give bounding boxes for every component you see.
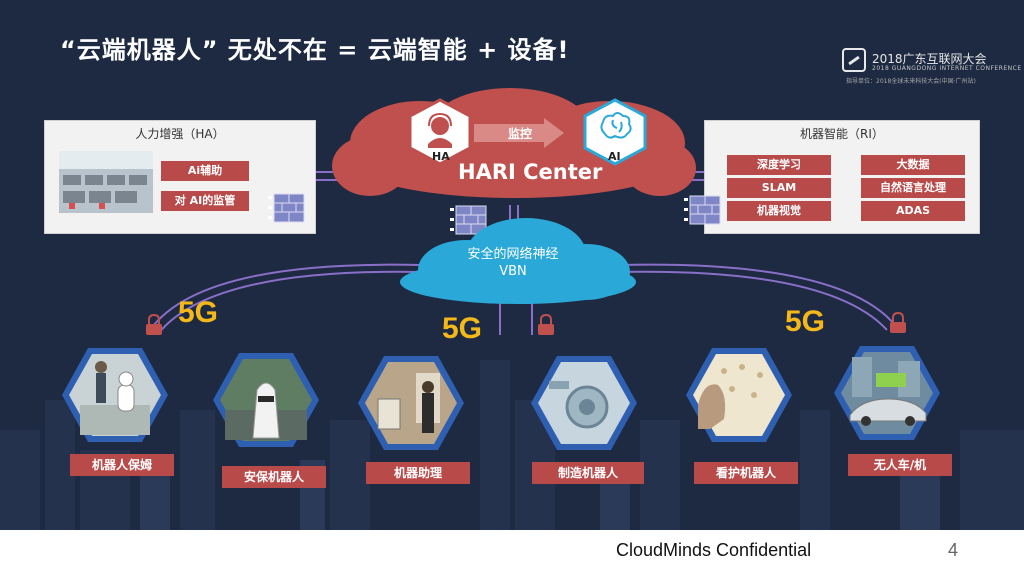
vbn-line2: VBN [499, 264, 527, 279]
monitor-label: 监控 [508, 127, 533, 141]
firewall-icon [268, 193, 305, 223]
device-caption-vehicle: 无人车/机 [848, 454, 952, 476]
vbn-line1: 安全的网络神经 [467, 247, 559, 262]
device-hexagon-assistant [358, 356, 464, 450]
ri-tag-nlp: 自然语言处理 [861, 178, 965, 198]
ai-hexagon [583, 98, 647, 166]
ri-tag-deep-learning: 深度学习 [727, 155, 831, 175]
ri-tag-machine-vision: 机器视觉 [727, 201, 831, 221]
ha-tag-ai-supervision: 对 AI的监管 [161, 191, 249, 211]
ha-tag-ai-assist: Ai辅助 [161, 161, 249, 181]
device-hexagon-vehicle [834, 346, 940, 440]
robot-nanny-icon [95, 361, 135, 412]
conference-logo: 2018广东互联网大会 2018 GUANGDONG INTERNET CONF… [842, 46, 1021, 88]
ha-hexagon [408, 98, 472, 166]
vbn-cloud [400, 218, 636, 304]
headset-operator-icon [428, 112, 452, 148]
lock-icon [538, 314, 554, 335]
device-caption-assistant: 机器助理 [366, 462, 470, 484]
conference-sub: 指导单位：2018全球未来科技大会(中国·广州站) [846, 78, 976, 85]
lock-icon [890, 312, 906, 333]
device-hexagon-manufacturing [531, 356, 637, 450]
ri-tag-big-data: 大数据 [861, 155, 965, 175]
five-g-label-left: 5G [178, 296, 219, 329]
device-hexagon-care [686, 348, 792, 442]
device-caption-care: 看护机器人 [694, 462, 798, 484]
ha-label: HA [432, 150, 450, 163]
autonomous-car-icon [849, 398, 927, 426]
monitor-arrow [474, 118, 564, 148]
five-g-label-right: 5G [785, 305, 826, 338]
manufacturing-robot-icon [549, 381, 609, 429]
ri-tag-slam: SLAM [727, 178, 831, 198]
firewall-icon [684, 195, 721, 225]
firewall-icon [450, 205, 487, 235]
device-caption-manufacturing: 制造机器人 [532, 462, 644, 484]
page-number: 4 [948, 540, 959, 560]
security-robot-icon [252, 382, 280, 439]
brain-icon [600, 112, 632, 139]
conference-name: 2018广东互联网大会 [872, 52, 987, 66]
ha-panel: 人力增强（HA） Ai辅助 对 AI的监管 [44, 120, 316, 234]
ri-tag-adas: ADAS [861, 201, 965, 221]
office-photo [59, 151, 153, 213]
ha-panel-title: 人力增强（HA） [135, 127, 225, 141]
five-g-label-center: 5G [442, 312, 483, 345]
conference-english: 2018 GUANGDONG INTERNET CONFERENCE [872, 65, 1022, 72]
footer-confidential: CloudMinds Confidential [616, 540, 812, 560]
hari-center-title: HARI Center [458, 160, 603, 184]
device-caption-nanny: 机器人保姆 [70, 454, 174, 476]
lock-icon [146, 314, 162, 335]
device-caption-security: 安保机器人 [222, 466, 326, 488]
assistant-robot-icon [377, 381, 434, 433]
device-hexagon-nanny [62, 348, 168, 442]
ri-panel: 机器智能（RI） 深度学习 大数据 SLAM 自然语言处理 机器视觉 ADAS [704, 120, 980, 234]
ai-label: AI [608, 150, 621, 163]
conference-logo-icon [842, 48, 866, 72]
slide-title: “云端机器人” 无处不在 = 云端智能 + 设备! [60, 36, 570, 64]
ri-panel-title: 机器智能（RI） [800, 127, 884, 141]
elderly-person-icon [698, 384, 726, 429]
device-hexagon-security [213, 353, 319, 447]
vbn-label: 安全的网络神经 VBN [438, 246, 588, 280]
footer-band [0, 530, 1024, 576]
